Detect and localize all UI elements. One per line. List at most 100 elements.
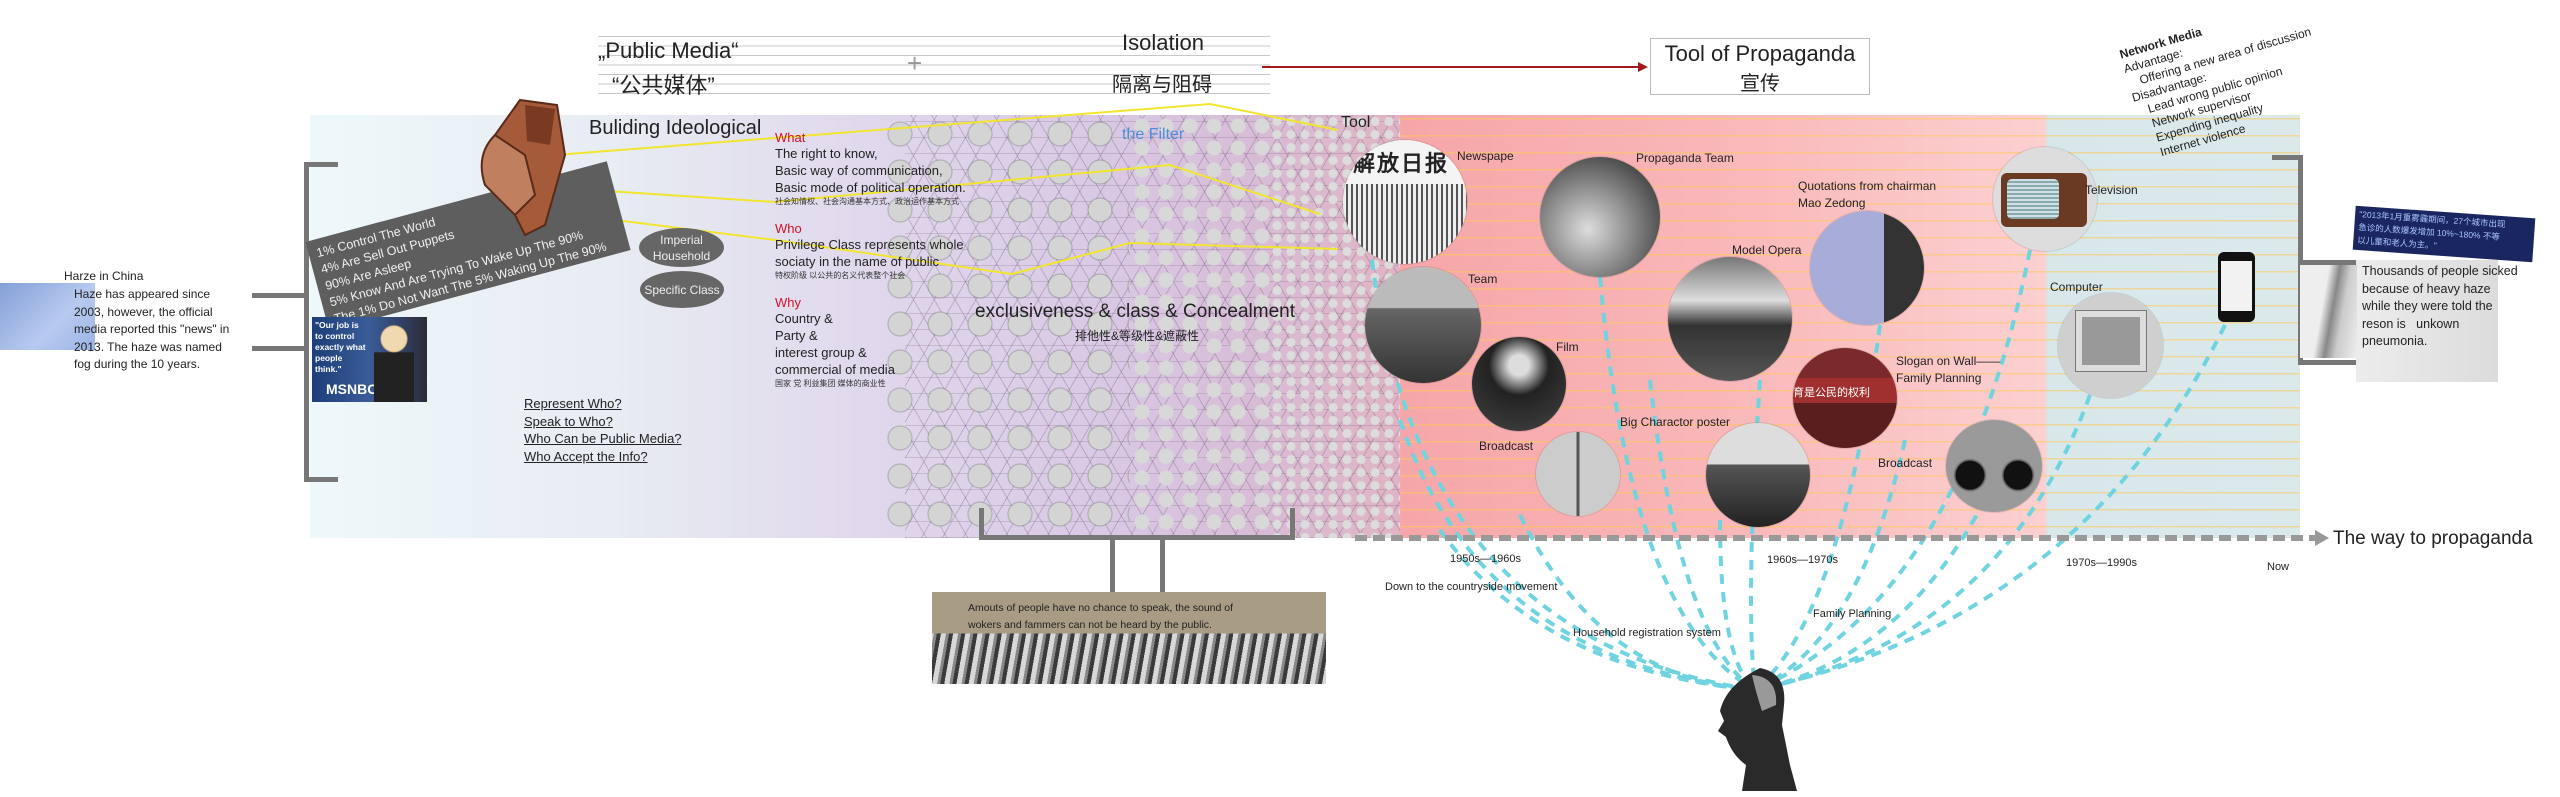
label-team: Team	[1468, 272, 1498, 286]
why-line: Country &	[775, 311, 833, 326]
monitor	[2075, 310, 2147, 372]
quotations-line: Quotations from chairman	[1798, 179, 1937, 193]
who-cn: 特权阶级 以公共的名义代表整个社会	[775, 271, 906, 280]
slogan-wall-text: 育是公民的权利	[1793, 387, 1870, 399]
why-line: Party &	[775, 328, 818, 343]
slogan-line: Slogan on Wall——	[1896, 354, 2001, 368]
slogan-line: Family Planning	[1896, 371, 1982, 385]
mesh-large-circles	[880, 115, 1130, 538]
label-propaganda-team: Propaganda Team	[1636, 151, 1734, 165]
newspaper-image: 解放日报	[1343, 140, 1467, 264]
question-who-accept-info[interactable]: Who Accept the Info?	[524, 448, 648, 464]
label-television: Television	[2085, 183, 2138, 197]
left-bracket-stub-2	[252, 346, 306, 351]
building-ideological-title: Buliding Ideological	[589, 117, 762, 139]
public-media-title: „Public Media“	[598, 38, 739, 63]
left-bracket	[304, 162, 309, 482]
haze-background-texture	[2356, 260, 2498, 382]
broadcast-loudspeaker-image	[1536, 432, 1620, 516]
label-broadcast-2: Broadcast	[1878, 456, 1933, 470]
haze-line: media reported this "news" in	[74, 322, 230, 336]
header-lines	[598, 36, 1270, 94]
propaganda-team-image	[1540, 157, 1660, 277]
mesh-bracket	[979, 508, 1295, 540]
what-who-why-column: What The right to know, Basic way of com…	[775, 130, 966, 389]
label-film: Film	[1556, 340, 1579, 354]
mesh-bracket-leg-2	[1160, 538, 1165, 594]
msnbc-logo: MSNBC	[326, 381, 378, 397]
event-countryside: Down to the countryside movement	[1385, 581, 1558, 593]
big-character-poster-image	[1706, 423, 1810, 527]
haze-line: Haze has appeared since	[74, 287, 211, 301]
mesh-medium-circles	[1130, 115, 1270, 538]
label-model-opera: Model Opera	[1732, 243, 1802, 257]
event-household-registration: Household registration system	[1573, 627, 1721, 639]
what-heading: What	[775, 130, 806, 145]
what-line: Basic way of communication,	[775, 163, 943, 178]
who-heading: Who	[775, 221, 802, 236]
question-who-can-be-public-media[interactable]: Who Can be Public Media?	[524, 431, 682, 446]
computer-image	[2058, 293, 2163, 398]
radio-image	[1946, 420, 2042, 512]
smartphone-image	[2218, 252, 2255, 322]
film-image	[1472, 337, 1566, 431]
haze-paragraph: Haze has appeared since 2003, however, t…	[74, 286, 248, 374]
what-line: Basic mode of political operation.	[775, 180, 966, 195]
quotations-line: Mao Zedong	[1798, 196, 1866, 210]
haze-sick-line: while they were told the	[2362, 299, 2493, 313]
isolation-cn: 隔离与阻碍	[1112, 74, 1212, 96]
haze-sick-line: Thousands of people sicked	[2362, 264, 2518, 278]
silent-people-image: Amouts of people have no chance to speak…	[932, 592, 1326, 684]
haze-sick-line: pneumonia.	[2362, 334, 2428, 348]
label-newspaper: Newspape	[1457, 149, 1514, 163]
propaganda-dashed-arcs	[1370, 249, 2227, 692]
haze-sick-line: because of heavy haze	[2362, 281, 2491, 296]
mesh-title-cn: 排他性&等级性&遮蔽性	[1075, 329, 1200, 343]
caption-line: Amouts of people have no chance to speak…	[968, 602, 1234, 614]
mesh-title: exclusiveness & class & Concealment	[975, 301, 1295, 322]
tool-of-propaganda-box: Tool of Propaganda 宣传	[1650, 38, 1870, 95]
specific-class-bubble: Specific Class	[640, 271, 724, 308]
caption-line: wokers and fammers can not be heard by t…	[968, 619, 1212, 631]
why-line: interest group &	[775, 345, 867, 360]
yellow-line-who	[544, 163, 1321, 215]
filter-label: the Filter	[1122, 126, 1185, 143]
msnbc-image: "Our job is to control exactly what peop…	[312, 317, 427, 402]
label-quotations: Quotations from chairman Mao Zedong	[1798, 178, 1936, 212]
period-now: Now	[2267, 561, 2290, 573]
imperial-household-bubble: Imperial Household	[639, 228, 724, 267]
television-image	[1993, 147, 2097, 251]
why-cn: 国家 党 利益集团 媒体的商业性	[775, 379, 886, 388]
who-line: sociaty in the name of public	[775, 254, 940, 269]
model-opera-image	[1668, 257, 1792, 381]
period-1950s: 1950s—1960s	[1450, 553, 1521, 565]
event-family-planning: Family Planning	[1813, 608, 1892, 620]
period-1970s: 1970s—1990s	[2066, 557, 2137, 569]
haze-sickness-text: Thousands of people sicked because of he…	[2362, 263, 2518, 351]
plus-sign: +	[907, 48, 923, 78]
haze-line: fog during the 10 years.	[74, 357, 201, 371]
left-bracket-stub-1	[252, 293, 306, 298]
question-represent-who[interactable]: Represent Who?	[524, 396, 622, 411]
yellow-line-what	[554, 102, 1339, 156]
question-speak-to-who[interactable]: Speak to Who?	[524, 413, 613, 429]
right-bracket-top	[2272, 155, 2302, 160]
period-1960s: 1960s—1970s	[1767, 554, 1838, 566]
quotations-image	[1810, 211, 1924, 325]
label-slogan-on-wall: Slogan on Wall—— Family Planning	[1896, 353, 2000, 387]
arrow-head-icon	[1638, 62, 1648, 72]
arrow-line	[1262, 66, 1640, 68]
right-bracket-mid	[2298, 260, 2356, 265]
public-media-cn: “公共媒体”	[612, 73, 715, 98]
timeline-label: The way to propaganda	[2333, 528, 2533, 549]
questions-list: Represent Who? Speak to Who? Who Can be …	[524, 395, 682, 465]
label-broadcast-1: Broadcast	[1479, 439, 1534, 453]
timeline-arrow-head-icon	[2315, 530, 2329, 546]
right-bracket-bottom	[2298, 360, 2356, 365]
tv-set	[2001, 173, 2087, 227]
head-profile-image	[1718, 668, 1797, 791]
what-cn: 社会知情权、社会沟通基本方式、政治运作基本方式	[775, 197, 959, 206]
left-bracket-top	[304, 162, 338, 167]
tool-title: Tool of Propaganda	[1664, 41, 1856, 66]
